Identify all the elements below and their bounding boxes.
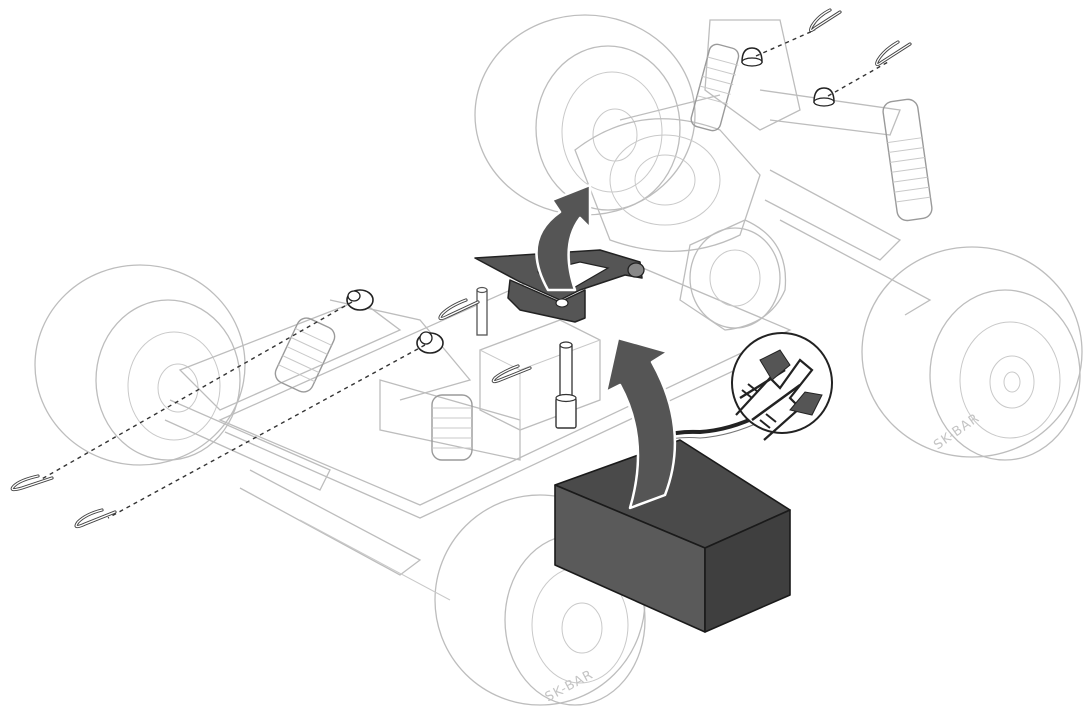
rear-right-wheel: SK-BAR (861, 246, 1083, 461)
rear-shock-right (882, 98, 933, 222)
body-post-icon (555, 341, 577, 429)
alignment-lines (39, 29, 889, 519)
connector-icon (731, 332, 833, 441)
body-clip-icon (438, 298, 480, 321)
tire-brand-label-front: SK-BAR (543, 667, 596, 705)
front-shock-right (431, 394, 473, 461)
body-clip-icon (491, 364, 532, 384)
body-clip-icon (10, 474, 54, 492)
body-mount-rear-right (813, 87, 835, 107)
rear-left-wheel (474, 14, 696, 216)
body-mount-front-left (346, 289, 374, 311)
front-shock-left (274, 317, 336, 393)
front-left-wheel (34, 264, 246, 466)
battery-pack-icon (554, 439, 791, 633)
lift-arrow-icon (535, 183, 592, 292)
lift-arrow-icon (604, 336, 677, 510)
body-clip-icon (74, 508, 117, 529)
body-mount-front-right (416, 331, 444, 354)
body-mount-rear-left (741, 47, 763, 67)
chassis (164, 19, 933, 601)
body-post-front (476, 286, 488, 336)
body-clip-icon (808, 8, 842, 33)
rear-shock-left (690, 43, 740, 132)
body-clip-icon (875, 40, 912, 67)
